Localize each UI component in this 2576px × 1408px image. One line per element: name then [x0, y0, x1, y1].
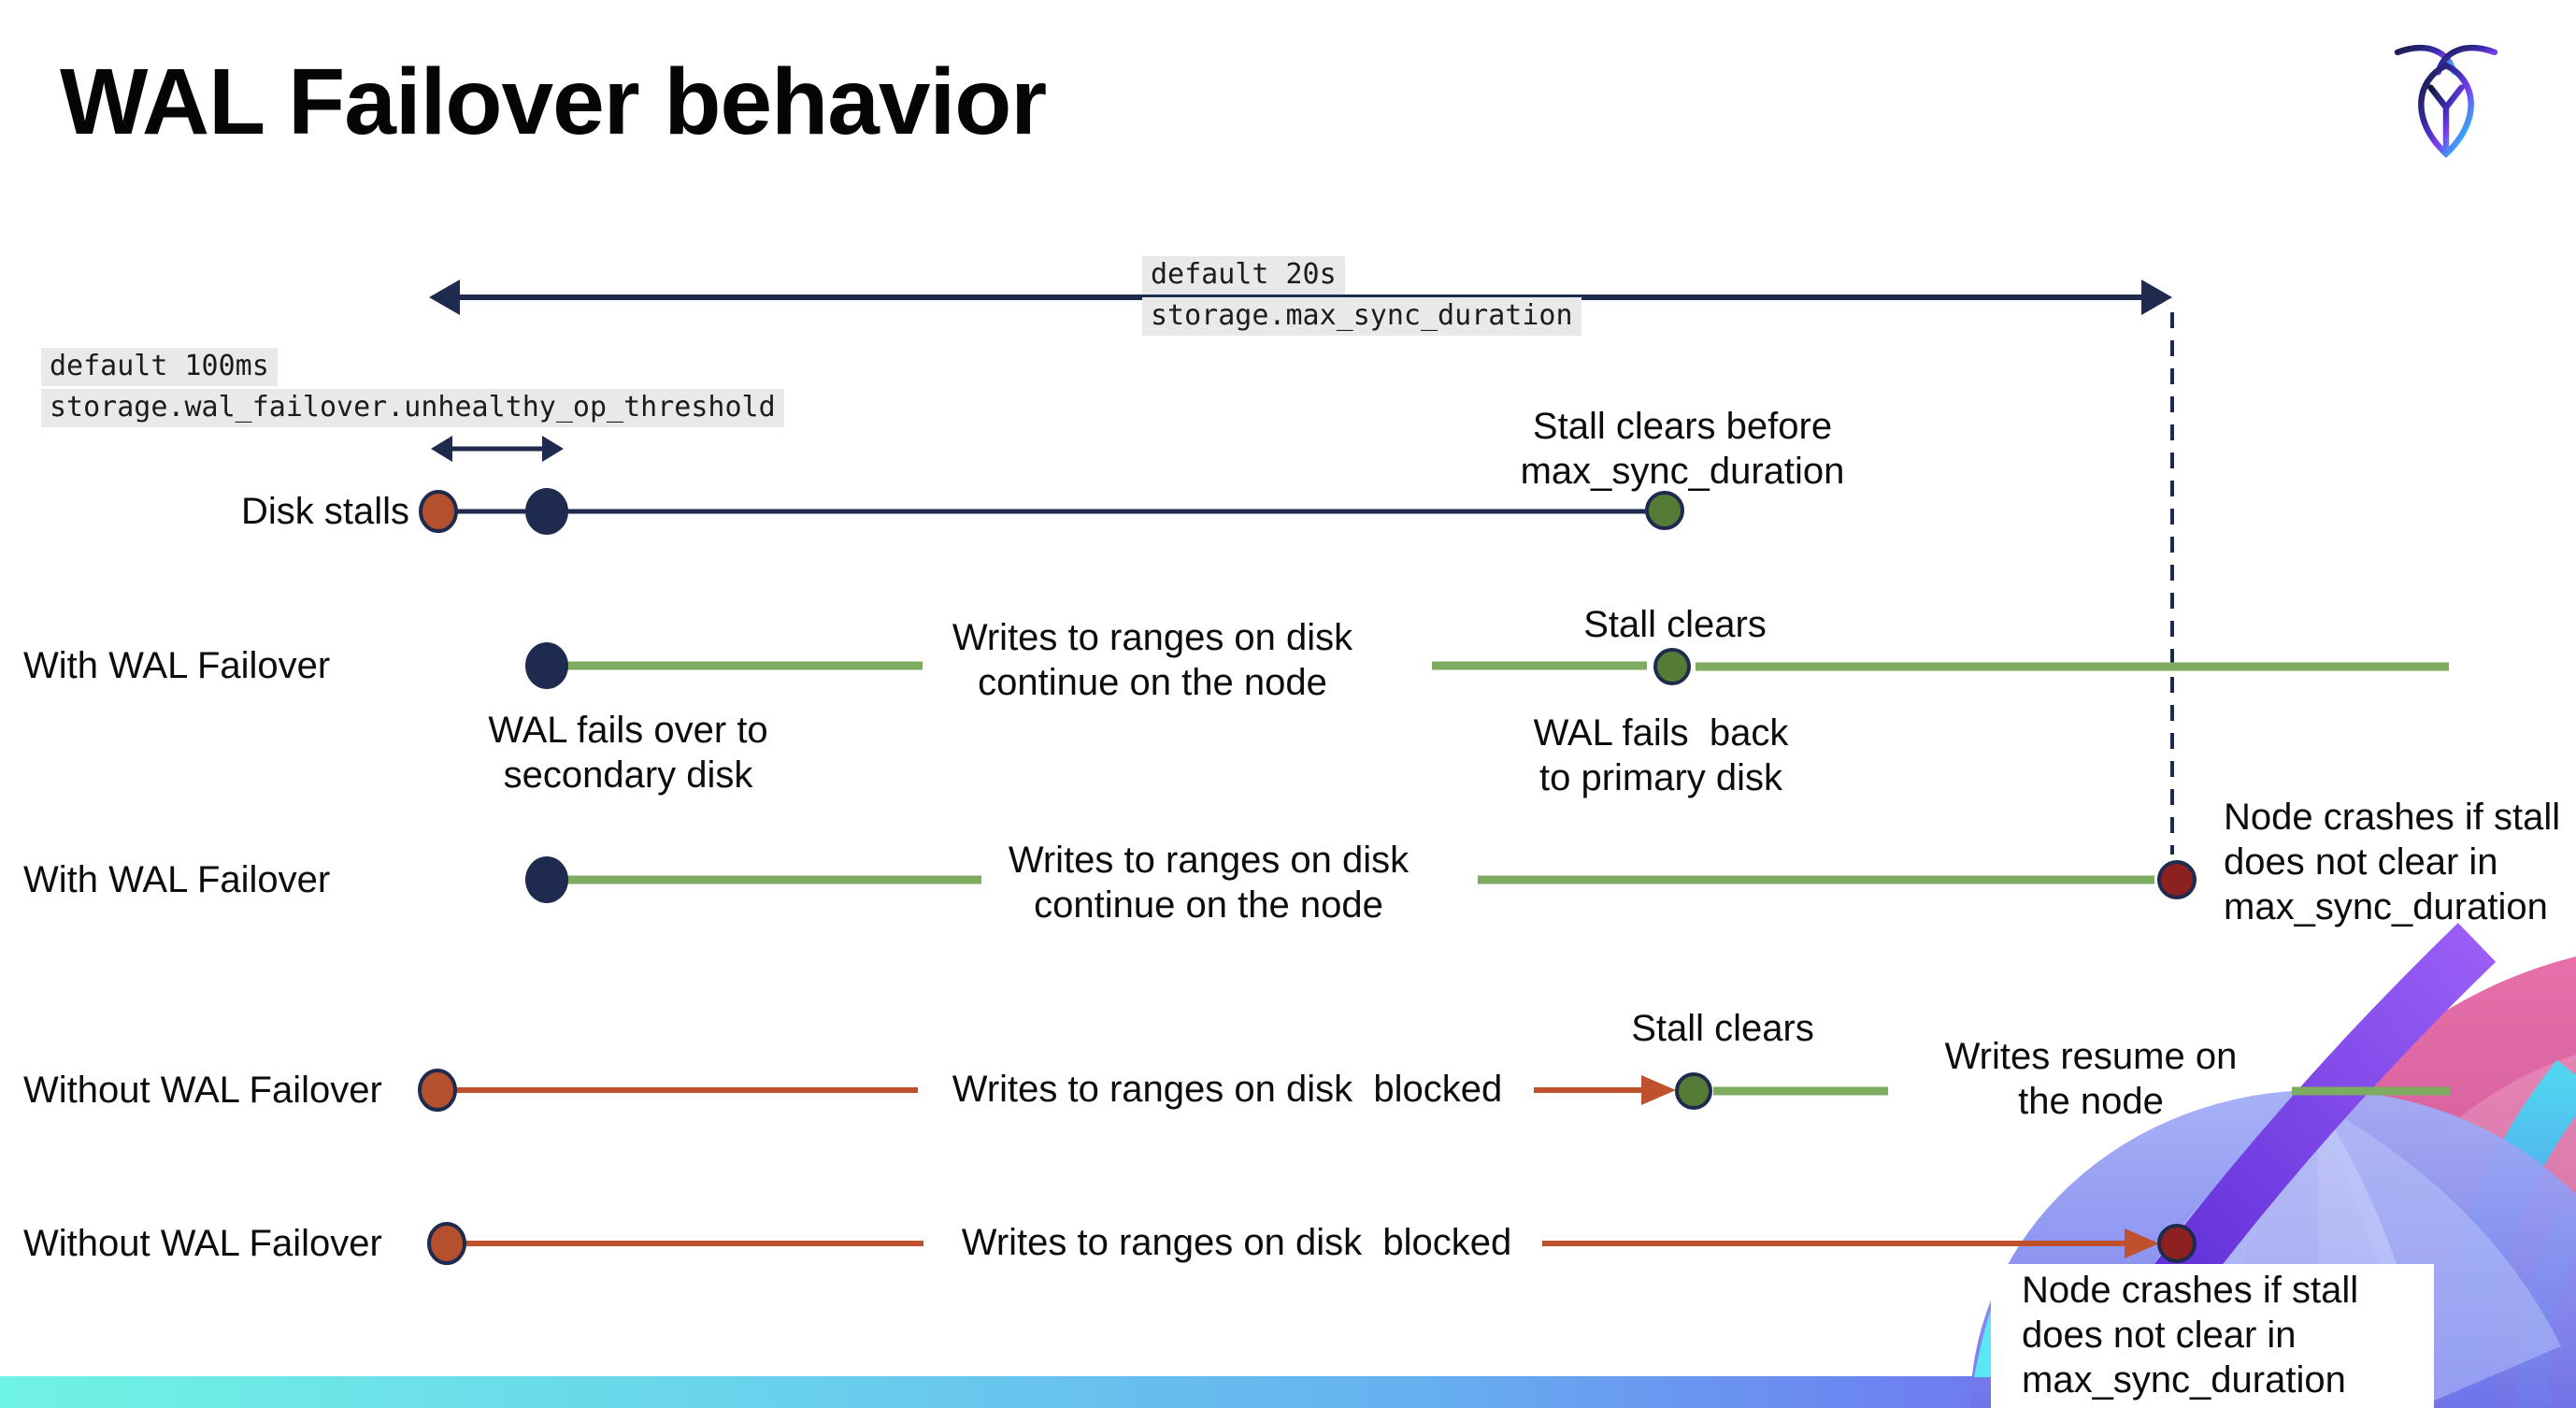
- row5-label: Without WAL Failover: [23, 1223, 382, 1264]
- writes-blocked-note: Writes to ranges on disk blocked: [961, 1222, 1512, 1263]
- row4-stall-clears-dot: [1675, 1072, 1712, 1110]
- cockroachdb-logo-icon: [2394, 45, 2498, 158]
- arrowhead-right-icon: [2141, 280, 2172, 315]
- stall-clears-note: Stall clears: [1583, 604, 1767, 645]
- arrowhead-left-icon: [429, 280, 460, 315]
- arrowhead-right-icon: [2125, 1228, 2159, 1258]
- arrowhead-left-icon: [431, 436, 452, 462]
- wal-fails-over-note: WAL fails over to secondary disk: [488, 710, 768, 796]
- row1-threshold-dot: [525, 488, 568, 535]
- node-crash-callout-box: Node crashes if stall does not clear in …: [1991, 1264, 2434, 1408]
- node-crashes-note: Node crashes if stall does not clear in …: [2224, 797, 2561, 927]
- writes-continue-note: Writes to ranges on disk continue on the…: [952, 617, 1353, 703]
- setting-name: storage.max_sync_duration: [1142, 297, 1581, 336]
- page-title: WAL Failover behavior: [60, 50, 1047, 154]
- setting-name: storage.wal_failover.unhealthy_op_thresh…: [41, 389, 784, 427]
- row1-label: Disk stalls: [240, 491, 409, 532]
- row5-node-crash-dot: [2157, 1224, 2197, 1263]
- row2-stall-clears-dot: [1653, 648, 1691, 685]
- row4-label: Without WAL Failover: [23, 1070, 382, 1111]
- decor-blue-petal: [2318, 1103, 2561, 1402]
- row1-stall-clears-dot: [1645, 491, 1684, 530]
- unhealthy-op-threshold-annotation: default 100ms storage.wal_failover.unhea…: [41, 348, 784, 430]
- setting-default-value: default 100ms: [41, 348, 278, 386]
- row2-failover-dot: [525, 642, 568, 689]
- row1-stall-start-dot: [419, 490, 458, 533]
- writes-continue-note: Writes to ranges on disk continue on the…: [1008, 840, 1410, 926]
- arrowhead-right-icon: [1641, 1075, 1676, 1105]
- stall-clears-before-note: Stall clears before max_sync_duration: [1520, 406, 1845, 492]
- row3-label: With WAL Failover: [23, 859, 331, 900]
- row3-failover-dot: [525, 856, 568, 903]
- stall-clears-note: Stall clears: [1631, 1008, 1814, 1049]
- row3-node-crash-dot: [2157, 860, 2197, 899]
- max-sync-duration-annotation: default 20s storage.max_sync_duration: [1142, 256, 1581, 338]
- writes-resume-note: Writes resume on the node: [1944, 1036, 2238, 1122]
- node-crashes-note: Node crashes if stall does not clear in …: [2022, 1270, 2359, 1401]
- row5-stall-start-dot: [427, 1222, 466, 1265]
- wal-fails-back-note: WAL fails back to primary disk: [1533, 712, 1789, 798]
- row2-label: With WAL Failover: [23, 645, 331, 686]
- setting-default-value: default 20s: [1142, 256, 1345, 295]
- writes-blocked-note: Writes to ranges on disk blocked: [952, 1069, 1503, 1110]
- arrowhead-right-icon: [542, 436, 564, 462]
- row4-stall-start-dot: [418, 1069, 457, 1112]
